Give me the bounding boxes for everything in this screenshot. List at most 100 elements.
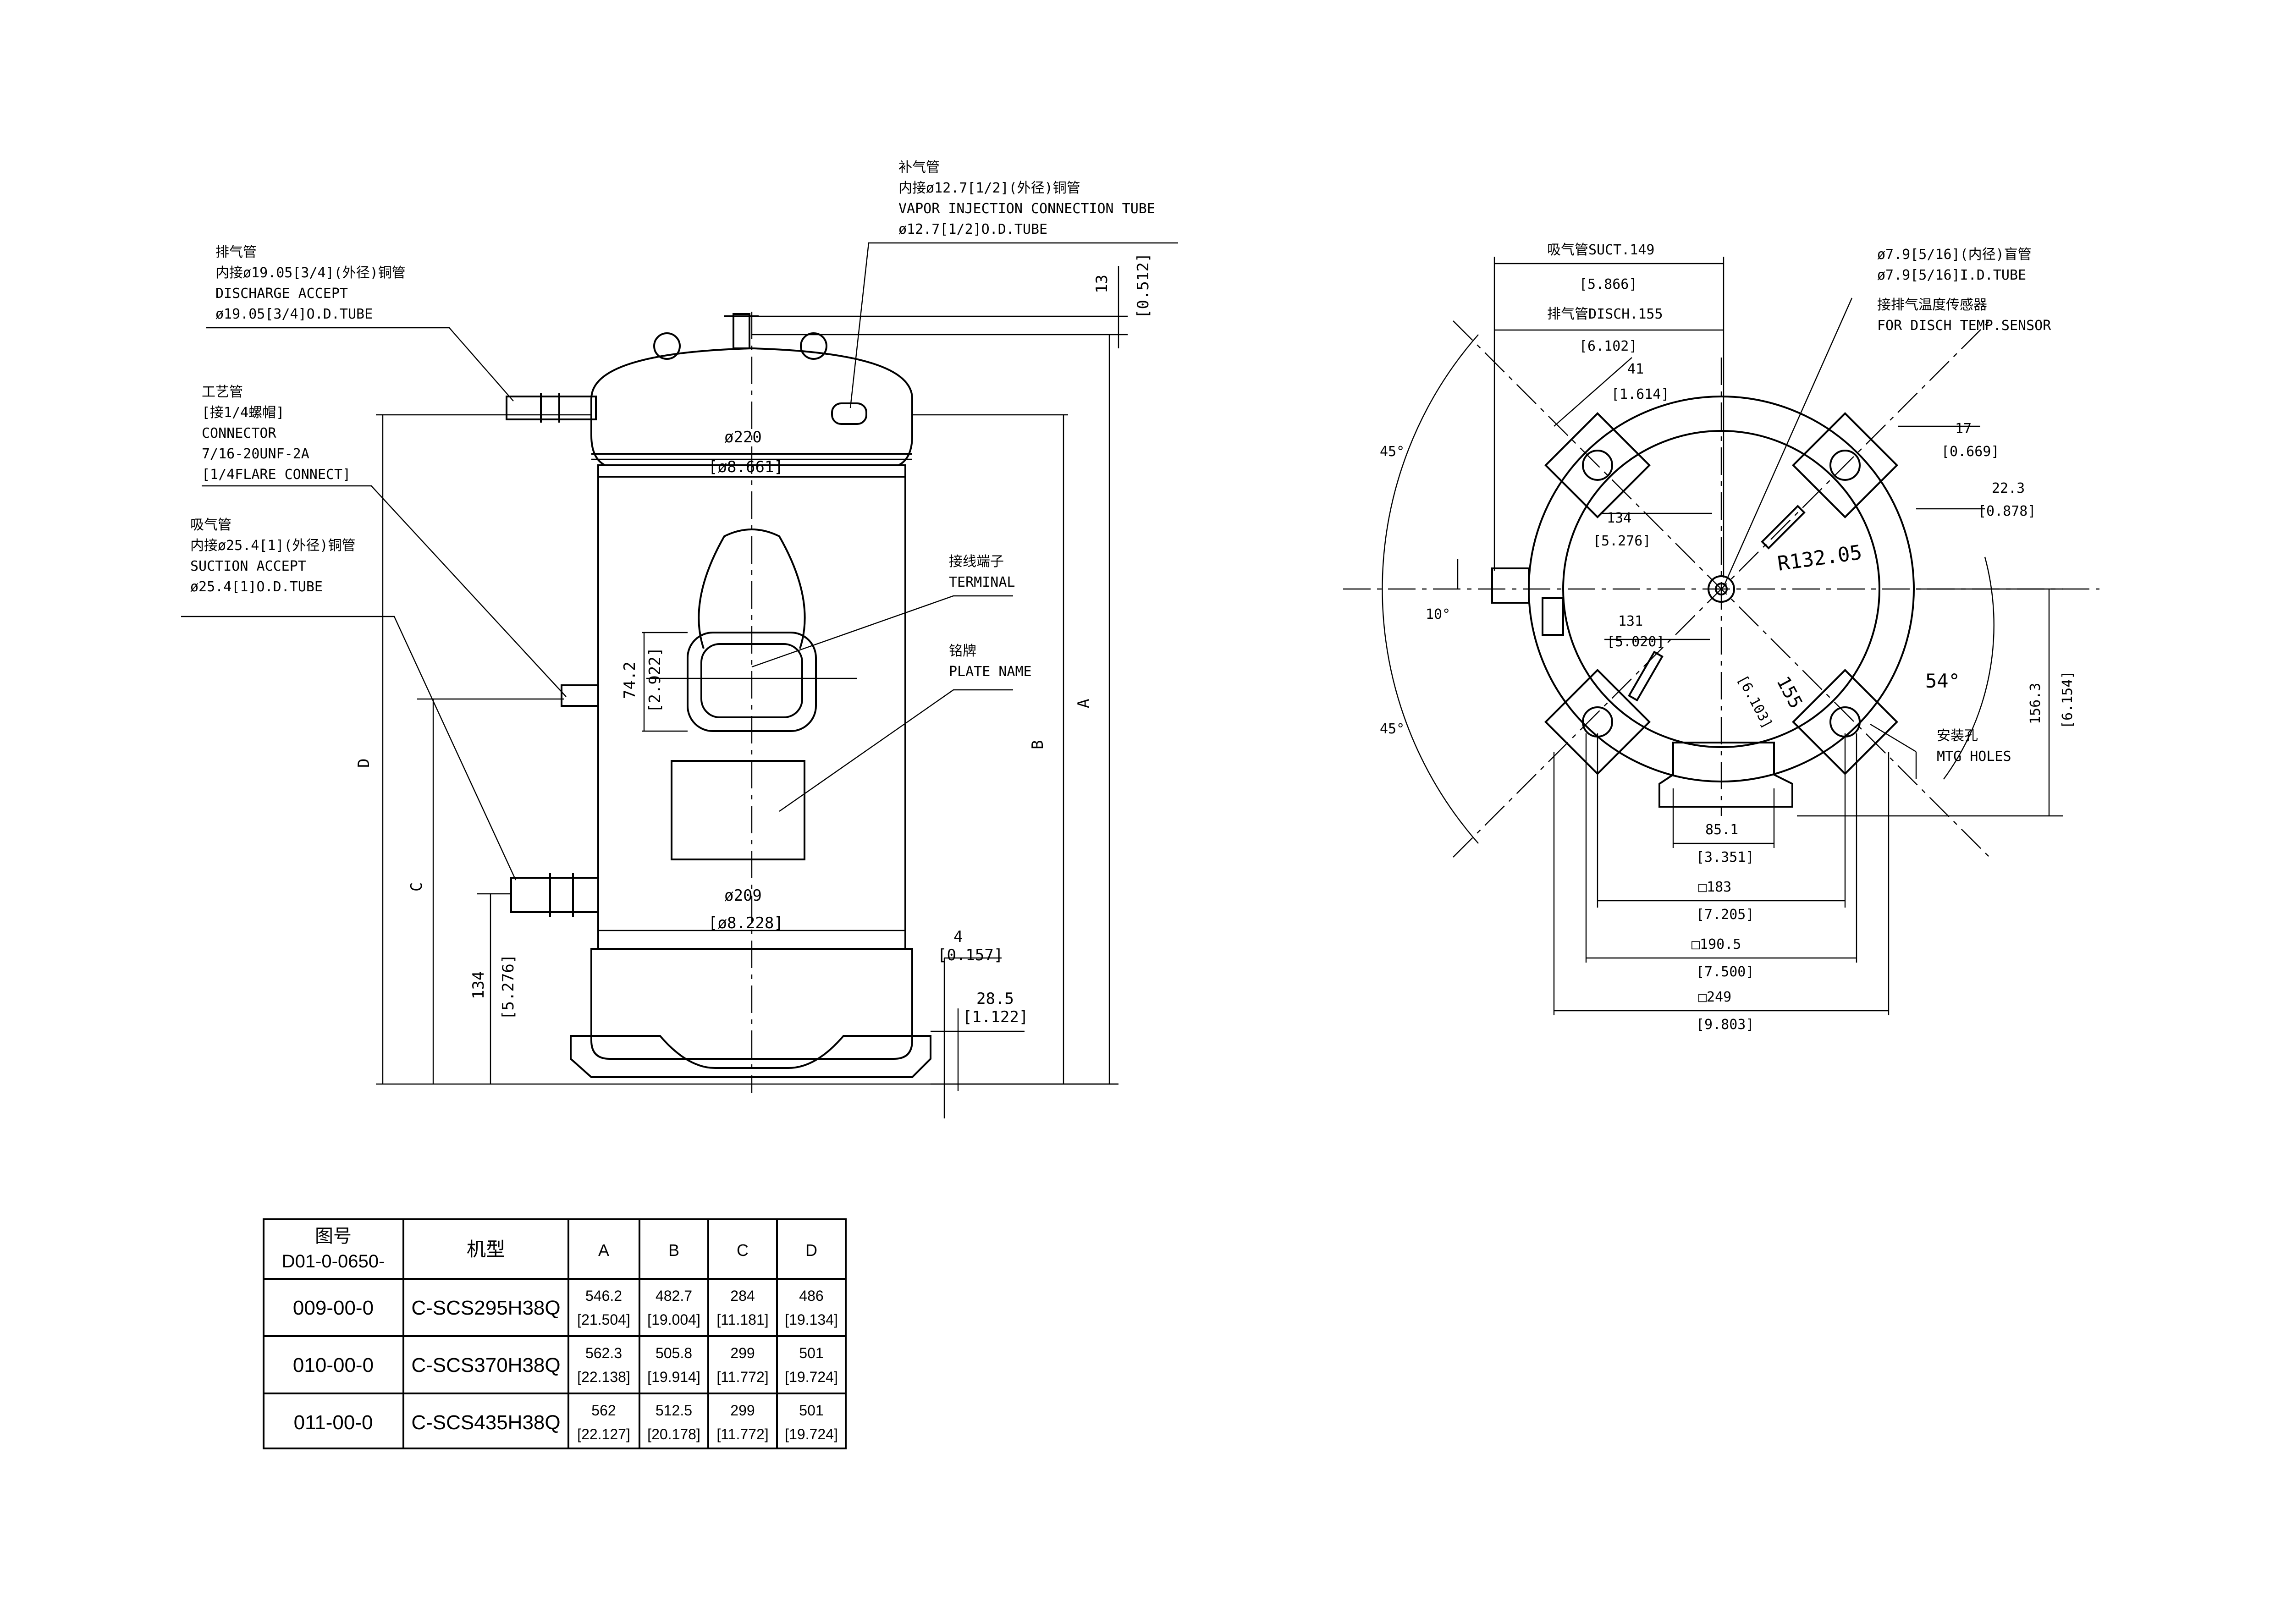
dim-131: 131: [1618, 613, 1643, 629]
dim-B: B: [1029, 740, 1047, 749]
injection-label-2: 内接ø12.7[1/2](外径)铜管: [898, 180, 1080, 196]
svg-text:TERMINAL: TERMINAL: [949, 574, 1015, 590]
row2-B: 505.8: [656, 1345, 692, 1361]
row1-C-in: [11.181]: [716, 1311, 768, 1328]
dim-134-in: [5.276]: [499, 954, 518, 1020]
tube-label-2: ø7.9[5/16]I.D.TUBE: [1877, 267, 2026, 283]
shell-inner: [1562, 430, 1880, 748]
row3-D: 501: [799, 1402, 823, 1419]
terminal-label-2: TERMINAL: [949, 574, 1015, 590]
row1-A-in: [21.504]: [577, 1311, 630, 1328]
table-header-B: B: [668, 1241, 679, 1260]
svg-text:接线端子: 接线端子: [949, 554, 1004, 570]
process-connector: [561, 684, 599, 707]
row2-C: 299: [730, 1345, 755, 1361]
dim-190: □190.5: [1691, 936, 1741, 952]
suction-tube: [510, 877, 599, 913]
row3-fig: 011-00-0: [294, 1411, 373, 1434]
dim-28: 28.5: [976, 990, 1014, 1008]
dim-134: 134: [469, 971, 488, 999]
dim-C: C: [408, 882, 426, 892]
angle-45-top: 45°: [1380, 444, 1405, 460]
row1-B-in: [19.004]: [647, 1311, 700, 1328]
dim-74-in: [2.922]: [646, 647, 664, 713]
svg-text:MTG HOLES: MTG HOLES: [1937, 749, 2011, 765]
radius-label: R132.05: [1776, 541, 1863, 576]
suction-label-2: 内接ø25.4[1](外径)铜管: [190, 538, 356, 554]
dim-13-in: [0.512]: [1134, 253, 1152, 319]
row3-model: C-SCS435H38Q: [411, 1411, 560, 1434]
angle-54: 54°: [1925, 670, 1960, 692]
svg-text:7/16-20UNF-2A: 7/16-20UNF-2A: [202, 446, 309, 462]
svg-text:ø25.4[1]O.D.TUBE: ø25.4[1]O.D.TUBE: [190, 579, 323, 595]
name-plate: [671, 760, 805, 860]
injection-tube: [831, 402, 867, 425]
suction-label-4: ø25.4[1]O.D.TUBE: [190, 579, 323, 595]
svg-text:[接1/4螺帽]: [接1/4螺帽]: [202, 405, 284, 421]
mounting-pads: [1544, 412, 1898, 775]
dim-4: 4: [953, 928, 963, 946]
svg-text:ø12.7[1/2]O.D.TUBE: ø12.7[1/2]O.D.TUBE: [898, 221, 1047, 237]
dim-41-in: [1.614]: [1611, 386, 1669, 402]
row2-B-in: [19.914]: [647, 1369, 700, 1385]
mounting-feet: [570, 1035, 931, 1078]
row3-D-in: [19.724]: [785, 1426, 838, 1442]
row2-D: 501: [799, 1345, 823, 1361]
discharge-tube: [506, 396, 597, 420]
svg-text:SUCTION ACCEPT: SUCTION ACCEPT: [190, 558, 306, 574]
dim-28-in: [1.122]: [963, 1008, 1028, 1026]
angle-45-bottom: 45°: [1380, 721, 1405, 737]
model-table: 图号 D01-0-0650- 机型 A B C D 009-00-0 C-SCS…: [263, 1218, 847, 1449]
body-diameter: ø209: [724, 886, 762, 905]
discharge-label-4: ø19.05[3/4]O.D.TUBE: [215, 306, 373, 322]
terminal-box: [687, 632, 817, 732]
injection-label-3: VAPOR INJECTION CONNECTION TUBE: [898, 201, 1155, 217]
svg-text:ø19.05[3/4]O.D.TUBE: ø19.05[3/4]O.D.TUBE: [215, 306, 373, 322]
row2-fig: 010-00-0: [293, 1354, 374, 1376]
suction-fitting: [1491, 567, 1530, 604]
terminal-cover: [698, 528, 806, 649]
top-diameter-in: [ø8.661]: [708, 458, 783, 476]
row1-D: 486: [799, 1288, 823, 1304]
dim-13: 13: [1093, 275, 1111, 293]
row3-B: 512.5: [656, 1402, 692, 1419]
svg-text:排气管: 排气管: [215, 244, 257, 260]
dim-17: 17: [1955, 421, 1972, 437]
holes-label-2: MTG HOLES: [1937, 749, 2011, 765]
process-label-2: [接1/4螺帽]: [202, 405, 284, 421]
process-label-3: CONNECTOR: [202, 425, 276, 441]
svg-text:铭牌: 铭牌: [949, 643, 976, 659]
row2-A-in: [22.138]: [577, 1369, 630, 1385]
row3-C: 299: [730, 1402, 755, 1419]
row3-A-in: [22.127]: [577, 1426, 630, 1442]
lifting-lug-right: [800, 332, 827, 360]
terminal-block: [1658, 742, 1793, 808]
disch-label-in: [6.102]: [1579, 338, 1637, 354]
table-header-A: A: [598, 1241, 609, 1260]
discharge-label-1: 排气管: [215, 244, 257, 260]
dim-134-top: 134: [1607, 510, 1631, 526]
discharge-label-2: 内接ø19.05[3/4](外径)铜管: [215, 265, 406, 281]
dim-74: 74.2: [621, 661, 639, 699]
suction-label-3: SUCTION ACCEPT: [190, 558, 306, 574]
dim-155-in: [6.103]: [1734, 672, 1775, 731]
injection-label-4: ø12.7[1/2]O.D.TUBE: [898, 221, 1047, 237]
dim-249: □249: [1698, 989, 1731, 1005]
dim-85-in: [3.351]: [1696, 849, 1754, 865]
process-label-1: 工艺管: [202, 384, 243, 400]
row2-C-in: [11.772]: [716, 1369, 768, 1385]
table-header-fig-2: D01-0-0650-: [282, 1251, 385, 1272]
dim-183-in: [7.205]: [1696, 907, 1754, 923]
svg-text:CONNECTOR: CONNECTOR: [202, 425, 276, 441]
row1-D-in: [19.134]: [785, 1311, 838, 1328]
svg-text:VAPOR INJECTION CONNECTION TUB: VAPOR INJECTION CONNECTION TUBE: [898, 201, 1155, 217]
table-header-D: D: [805, 1241, 817, 1260]
svg-text:吸气管: 吸气管: [190, 517, 231, 533]
holes-label-1: 安装孔: [1937, 728, 1978, 744]
table-header-fig: 图号: [315, 1226, 352, 1246]
svg-text:内接ø19.05[3/4](外径)铜管: 内接ø19.05[3/4](外径)铜管: [215, 265, 406, 281]
process-label-4: 7/16-20UNF-2A: [202, 446, 309, 462]
dim-155: 155: [1772, 673, 1807, 712]
row1-C: 284: [730, 1288, 755, 1304]
